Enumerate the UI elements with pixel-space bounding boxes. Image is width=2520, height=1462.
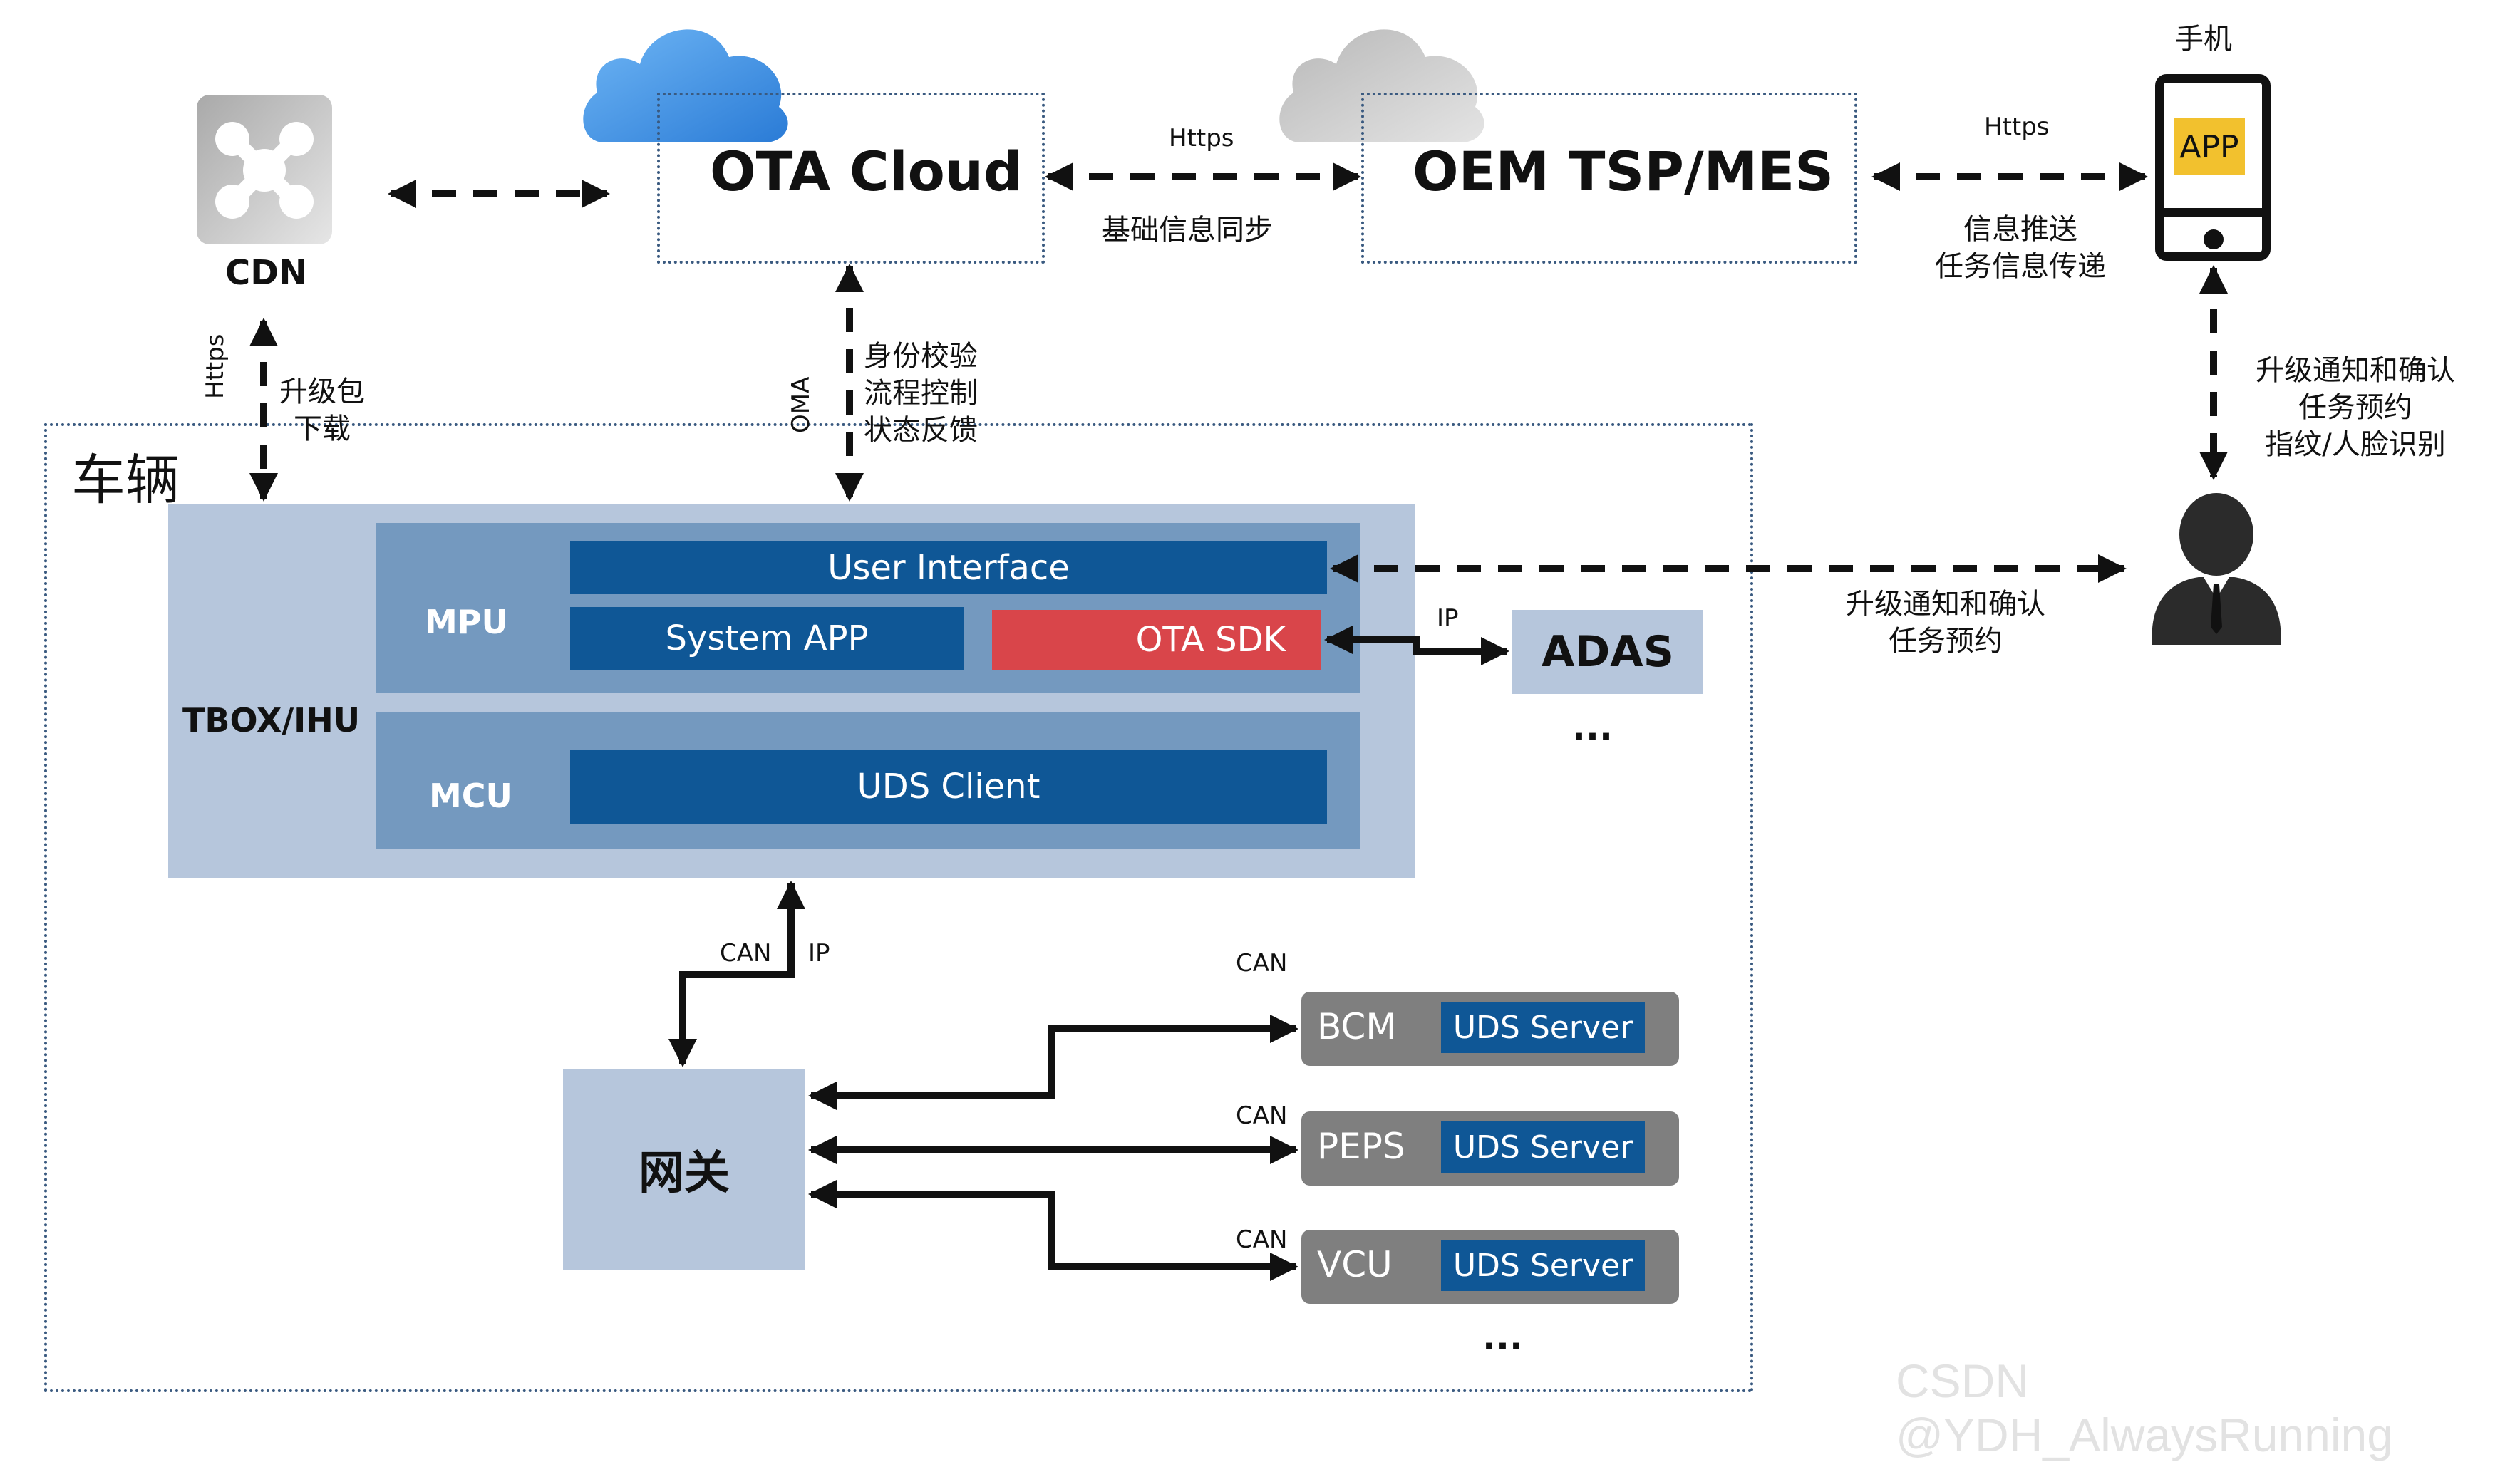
- ota-oem-protocol: Https: [1169, 124, 1234, 152]
- oem-app-desc: 信息推送 任务信息传递: [1924, 211, 2117, 285]
- ecu-vcu: VCU UDS Server: [1301, 1230, 1679, 1304]
- gw-bcm-can: CAN: [1236, 949, 1288, 978]
- mcu-label: MCU: [429, 777, 512, 815]
- cdn-label: CDN: [225, 253, 308, 293]
- vehicle-title: 车辆: [71, 448, 180, 512]
- cdn-vehicle-protocol: Https: [201, 333, 229, 399]
- phone-user-desc-line: 任务预约: [2298, 391, 2412, 424]
- cdn-vehicle-desc: 升级包 下载: [279, 373, 365, 447]
- ota-vehicle-desc-line: 身份校验: [864, 340, 978, 373]
- ota-vehicle-protocol: OMA: [787, 376, 815, 433]
- ui-user-desc: 升级通知和确认 任务预约: [1832, 586, 2060, 660]
- uds-client-block: UDS Client: [570, 750, 1327, 824]
- ota-vehicle-desc-line: 流程控制: [864, 377, 978, 410]
- uds-server: UDS Server: [1441, 1240, 1645, 1291]
- ota-sdk-block: OTA SDK: [992, 610, 1321, 670]
- gw-peps-can: CAN: [1236, 1101, 1288, 1130]
- ecu-bcm: BCM UDS Server: [1301, 992, 1679, 1066]
- phone-divider: [2164, 208, 2262, 217]
- ecu-name: VCU: [1317, 1244, 1393, 1285]
- adas-more: ...: [1572, 707, 1613, 748]
- uds-server: UDS Server: [1441, 1121, 1645, 1173]
- cdn-icon: [197, 95, 332, 244]
- oem-cloud-icon: [1279, 29, 1484, 142]
- ecu-name: BCM: [1317, 1006, 1397, 1047]
- phone-user-desc-line: 升级通知和确认: [2256, 354, 2455, 387]
- gateway-block: 网关: [563, 1069, 805, 1270]
- user-avatar-icon: [2152, 493, 2281, 645]
- gw-tbox-can: CAN: [720, 939, 772, 968]
- ota-vehicle-desc-line: 状态反馈: [864, 414, 978, 447]
- oem-tsp-label: OEM TSP/MES: [1413, 140, 1834, 203]
- cdn-vehicle-desc-line: 下载: [294, 413, 351, 445]
- gw-vcu-can: CAN: [1236, 1225, 1288, 1254]
- oem-tsp-box: [1361, 93, 1857, 264]
- phone-home-button: [2204, 229, 2224, 249]
- oem-app-protocol: Https: [1984, 113, 2050, 141]
- phone-device: APP: [2155, 74, 2271, 261]
- uds-server: UDS Server: [1441, 1002, 1645, 1053]
- ota-cloud-box: [657, 93, 1045, 264]
- phone-user-desc: 升级通知和确认 任务预约 指纹/人脸识别: [2238, 352, 2473, 463]
- ota-oem-desc: 基础信息同步: [1102, 214, 1273, 247]
- user-interface-block: User Interface: [570, 541, 1327, 594]
- ota-cloud-icon: [583, 29, 788, 142]
- ecu-more: ...: [1482, 1317, 1523, 1358]
- app-badge[interactable]: APP: [2174, 118, 2245, 175]
- ui-user-desc-line: 任务预约: [1889, 625, 2003, 658]
- oem-app-desc-line: 任务信息传递: [1935, 250, 2106, 283]
- ecu-peps: PEPS UDS Server: [1301, 1111, 1679, 1186]
- cdn-vehicle-desc-line: 升级包: [279, 375, 365, 408]
- vehicle-boundary: [44, 423, 1753, 1392]
- cdn-node: [197, 95, 332, 244]
- tbox-ihu-label: TBOX/IHU: [182, 701, 361, 740]
- sdk-adas-protocol: IP: [1437, 604, 1459, 633]
- ota-cloud-label: OTA Cloud: [710, 140, 1023, 203]
- gw-tbox-ip: IP: [808, 939, 830, 968]
- mpu-label: MPU: [425, 603, 508, 641]
- system-app-block: System APP: [570, 607, 964, 670]
- ui-user-desc-line: 升级通知和确认: [1846, 588, 2045, 621]
- oem-app-desc-line: 信息推送: [1963, 213, 2077, 246]
- phone-user-desc-line: 指纹/人脸识别: [2265, 428, 2446, 461]
- ota-vehicle-desc: 身份校验 流程控制 状态反馈: [864, 338, 978, 449]
- phone-title: 手机: [2175, 23, 2232, 56]
- watermark: CSDN @YDH_AlwaysRunning: [1896, 1354, 2393, 1461]
- adas-block: ADAS: [1512, 610, 1703, 694]
- ecu-name: PEPS: [1317, 1126, 1405, 1167]
